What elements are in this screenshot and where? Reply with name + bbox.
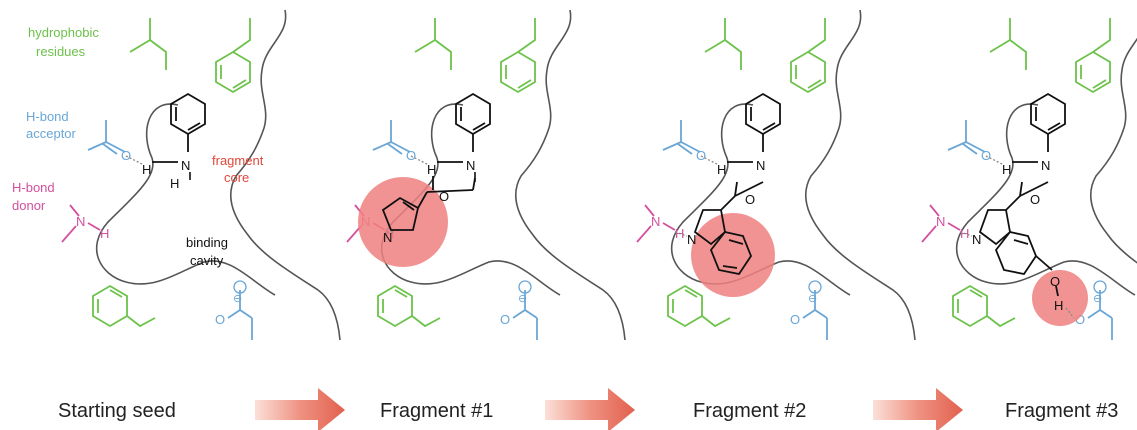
svg-text:O: O — [1030, 192, 1040, 207]
fragment-1-highlight — [358, 177, 448, 267]
svg-text:O: O — [745, 192, 755, 207]
svg-text:H: H — [170, 176, 179, 191]
arrow-right-icon — [545, 388, 635, 430]
panel-starting-seed: H hydrophobic residues H-bond acceptor H… — [12, 9, 341, 341]
label-binding-2: cavity — [190, 253, 224, 268]
arrow-right-icon — [873, 388, 963, 430]
panel-fragment-3: O N O H — [921, 9, 1137, 341]
label-fragment-core-1: fragment — [212, 153, 264, 168]
svg-text:N: N — [687, 232, 696, 247]
panel-fragment-1: O N — [346, 9, 626, 341]
fragment-2-highlight — [691, 213, 775, 297]
label-fragment-core-2: core — [224, 170, 249, 185]
label-hbond-donor-1: H-bond — [12, 180, 55, 195]
panel-fragment-2: O N — [636, 9, 916, 341]
label-hydrophobic-1: hydrophobic — [28, 25, 99, 40]
stage-label-starting-seed: Starting seed — [58, 400, 176, 422]
label-hydrophobic-2: residues — [36, 44, 86, 59]
svg-text:N: N — [972, 232, 981, 247]
svg-text:O: O — [439, 189, 449, 204]
label-hbond-acceptor-1: H-bond — [26, 109, 69, 124]
svg-text:N: N — [383, 230, 392, 245]
arrow-right-icon — [255, 388, 345, 430]
stage-label-fragment-1: Fragment #1 — [380, 400, 493, 422]
label-hbond-acceptor-2: acceptor — [26, 126, 77, 141]
stage-label-fragment-2: Fragment #2 — [693, 400, 806, 422]
stage-label-fragment-3: Fragment #3 — [1005, 400, 1118, 422]
label-binding-1: binding — [186, 235, 228, 250]
svg-text:O: O — [1050, 274, 1060, 289]
label-hbond-donor-2: donor — [12, 198, 46, 213]
svg-text:H: H — [1054, 298, 1063, 313]
fragment-3-highlight — [1032, 270, 1088, 326]
